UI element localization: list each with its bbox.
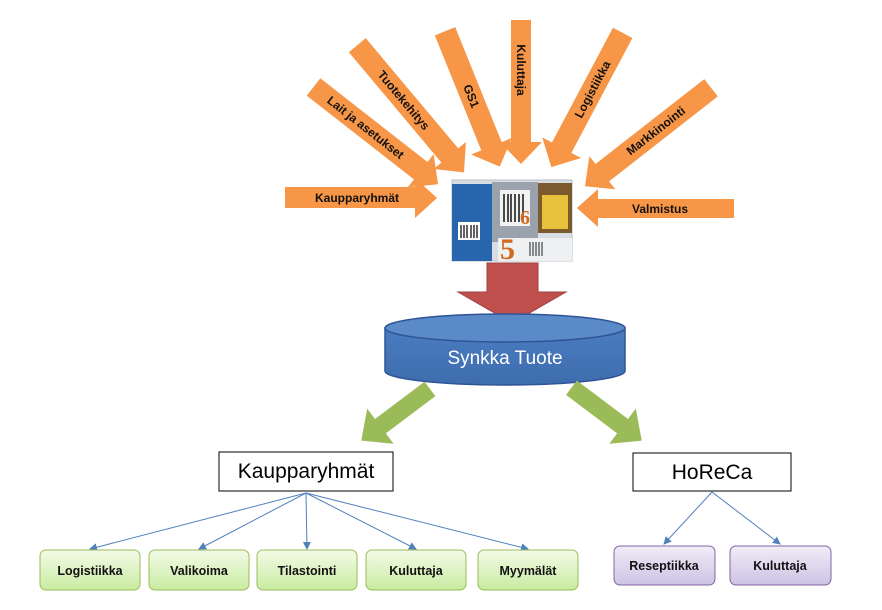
product-packages-image: 5 6 bbox=[451, 179, 573, 266]
leaf-label: Kuluttaja bbox=[753, 559, 808, 573]
input-arrow-label: Kuluttaja bbox=[514, 44, 528, 96]
connector-line bbox=[663, 491, 713, 545]
input-arrow-label: Markkinointi bbox=[624, 104, 688, 159]
connector-line bbox=[305, 492, 417, 550]
leaf-label: Valikoima bbox=[170, 564, 229, 578]
connectors bbox=[89, 491, 781, 552]
synkka-tuote-database: Synkka Tuote bbox=[384, 313, 626, 386]
target-label: HoReCa bbox=[672, 461, 753, 484]
branch-arrow-left bbox=[361, 381, 436, 444]
leaf-box-valikoima: Valikoima bbox=[148, 549, 250, 591]
target-label: Kaupparyhmät bbox=[238, 460, 375, 483]
connector-line bbox=[711, 491, 781, 545]
number-glyph-decoration: 6 bbox=[520, 207, 530, 229]
number-glyph-decoration: 5 bbox=[500, 233, 515, 266]
input-arrow-kaupparyhmat: Kaupparyhmät bbox=[285, 178, 437, 218]
target-box-horeca: HoReCa bbox=[632, 452, 792, 492]
connector-line bbox=[89, 492, 307, 552]
leaf-label: Myymälät bbox=[500, 564, 558, 578]
leaf-box-kuluttaja: Kuluttaja bbox=[365, 549, 467, 591]
leaf-label: Tilastointi bbox=[278, 564, 337, 578]
input-arrow-label: Tuotekehitys bbox=[375, 68, 433, 133]
leaf-box-logistiikka: Logistiikka bbox=[39, 549, 141, 591]
input-arrow-label: Valmistus bbox=[632, 202, 688, 216]
connector-line bbox=[198, 492, 307, 550]
leaf-box-myymalat: Myymälät bbox=[477, 549, 579, 591]
input-arrow-valmistus: Valmistus bbox=[577, 189, 734, 227]
branch-arrow-right bbox=[566, 380, 642, 444]
leaf-label: Logistiikka bbox=[57, 564, 123, 578]
leaf-label: Reseptiikka bbox=[629, 559, 700, 573]
target-box-kaupparyhmat: Kaupparyhmät bbox=[218, 451, 394, 492]
leaf-box-reseptiikka: Reseptiikka bbox=[613, 545, 716, 586]
connector-line bbox=[302, 492, 311, 550]
leaf-box-tilastointi: Tilastointi bbox=[256, 549, 358, 591]
input-arrow-gs1: GS1 bbox=[434, 27, 512, 167]
leaf-label: Kuluttaja bbox=[389, 564, 444, 578]
input-arrow-kuluttaja: Kuluttaja bbox=[500, 20, 542, 164]
input-arrow-label: Kaupparyhmät bbox=[315, 191, 399, 205]
leaf-box-kuluttaja-horeca: Kuluttaja bbox=[729, 545, 832, 586]
main-down-arrow bbox=[456, 262, 568, 324]
connector-line bbox=[305, 492, 529, 552]
database-label: Synkka Tuote bbox=[447, 348, 562, 369]
